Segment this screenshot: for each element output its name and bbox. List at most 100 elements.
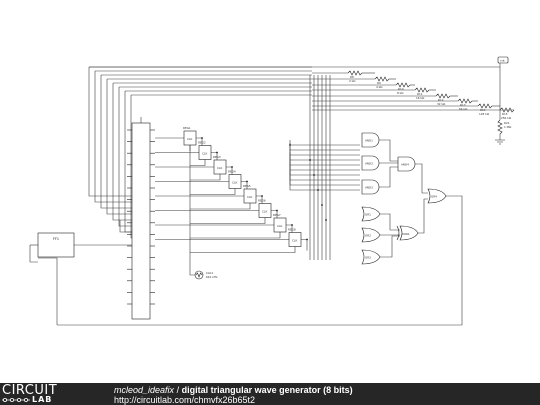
register-clock-wire <box>190 232 281 239</box>
resistor-r15-name: R15 <box>502 112 508 116</box>
register-box <box>258 203 272 218</box>
register-label: REG6 <box>258 199 266 203</box>
clock-freq: 610 kHz <box>206 275 218 279</box>
resistor-r10-value: 8 kΩ <box>397 91 404 95</box>
register-label: REG1 <box>183 126 191 130</box>
resistor-r11-name: R11 <box>417 92 423 96</box>
and-gate-3-label: AND3 <box>365 186 373 190</box>
and-gate-4 <box>397 156 416 172</box>
junction-dot <box>306 238 308 241</box>
ground-icon <box>495 139 505 145</box>
or-gate-1 <box>361 206 381 222</box>
data-bus-line <box>88 67 132 197</box>
logo-circuit-icon <box>2 398 30 403</box>
resistor-r12 <box>435 93 451 99</box>
resistor-r14 <box>477 103 493 109</box>
register-box <box>228 174 242 189</box>
register-box <box>183 130 197 146</box>
register-label: REG4 <box>228 170 236 174</box>
junction-dot <box>309 159 311 161</box>
clock-waveform-icon <box>195 272 203 278</box>
gate-bus-line <box>289 161 360 181</box>
gate-bus-line <box>289 158 360 176</box>
or-gate-1-label: OR1 <box>365 213 371 217</box>
register-clk-label: CLK <box>187 137 193 141</box>
junction-dot <box>325 219 327 221</box>
resistor-r14-name: R14 <box>480 108 486 112</box>
gate-bus-line <box>289 143 360 151</box>
ff-loop-wire <box>29 245 38 263</box>
or-gate-4-label: OR4 <box>431 195 437 199</box>
register-clk-label: CLK <box>217 166 223 170</box>
register-box <box>273 217 287 233</box>
resistor-r21-value: 1 MΩ <box>504 125 512 129</box>
counter-ic <box>131 122 151 320</box>
or-out-wire <box>380 235 400 258</box>
junction-dot <box>317 189 319 191</box>
circuit-url-link[interactable]: http://circuitlab.com/chmvfx26b65t2 <box>114 395 256 405</box>
xor-out-wire <box>418 198 428 234</box>
circuitlab-logo[interactable]: CIRCUIT LAB <box>2 384 94 404</box>
gate-bus-line <box>289 167 360 191</box>
gate-bus-line <box>289 155 360 171</box>
ic-input-wire <box>119 220 132 233</box>
gate-bus-line <box>289 140 360 146</box>
register-clock-wire <box>190 217 266 224</box>
resistor-r9 <box>374 76 390 82</box>
author-link[interactable]: mcleod_ideafix <box>114 385 175 395</box>
resistor-r14-value: 128 kΩ <box>479 112 490 116</box>
circuit-title-line: mcleod_ideafix / digital triangular wave… <box>114 385 353 395</box>
register-clock-wire <box>190 188 236 195</box>
xor-gate-label: XOR1 <box>402 232 410 236</box>
xor-gate-curve <box>396 225 400 241</box>
feedback-left-wire <box>38 257 58 325</box>
junction-dot <box>216 151 218 154</box>
resistor-r12-name: R12 <box>438 98 444 102</box>
flipflop-ff1 <box>37 232 75 258</box>
ff1-label: FF1 <box>53 237 59 241</box>
register-label: REG8 <box>288 228 296 232</box>
register-clk-label: CLK <box>262 210 268 214</box>
resistor-r10-name: R10 <box>398 87 404 91</box>
register-box <box>213 159 227 175</box>
data-bus-line <box>130 95 132 239</box>
resistor-r15 <box>499 107 515 113</box>
or-gate-2-label: OR2 <box>365 234 371 238</box>
logo-wordmark-top: CIRCUIT <box>2 383 58 398</box>
data-bus-line <box>94 71 132 203</box>
clock-source <box>194 270 204 280</box>
or4-out-wire <box>446 195 463 200</box>
register-clock-wire <box>190 203 251 210</box>
or-out-wire <box>380 213 400 231</box>
register-label: REG2 <box>198 141 206 145</box>
register-clock-wire <box>190 246 296 253</box>
or-gate-2 <box>361 227 381 243</box>
gate-bus-line <box>289 149 360 161</box>
junction-dot <box>276 209 278 212</box>
junction-dot <box>261 195 263 197</box>
gate-bus-line <box>289 164 360 186</box>
resistor-r8-name: R8 <box>350 75 354 79</box>
gate-bus-line <box>289 152 360 166</box>
register-box <box>243 188 257 204</box>
data-bus-line <box>100 75 132 209</box>
register-clk-label: CLK <box>277 224 283 228</box>
register-label: REG7 <box>273 213 281 217</box>
and-out-wire <box>379 166 398 188</box>
feedback-bottom-wire <box>57 200 463 326</box>
register-clk-label: CLK <box>247 195 253 199</box>
and4-out-wire <box>415 163 428 194</box>
resistor-r9-name: R9 <box>377 81 381 85</box>
resistor-r13 <box>457 98 473 104</box>
resistor-r11-value: 16 kΩ <box>416 96 425 100</box>
junction-dot <box>246 180 248 183</box>
junction-dot <box>201 137 203 139</box>
resistor-r13-value: 64 kΩ <box>459 107 468 111</box>
data-bus-line <box>106 79 132 215</box>
and-gate-1 <box>361 132 380 148</box>
gate-bus-line <box>289 146 360 156</box>
junction-dot <box>321 204 323 206</box>
or-gate-3-label: OR3 <box>365 256 371 260</box>
register-box <box>198 145 212 160</box>
